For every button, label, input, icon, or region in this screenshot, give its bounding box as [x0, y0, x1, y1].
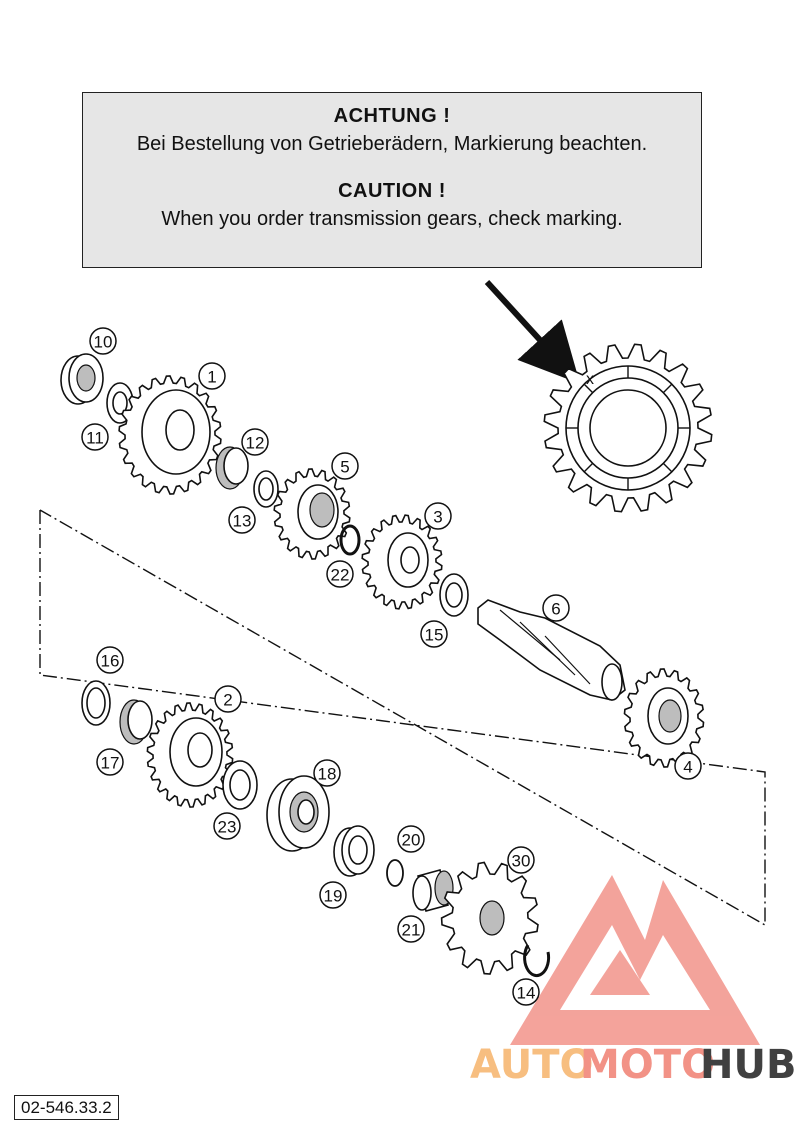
gear-5	[273, 468, 351, 560]
callout-label: 14	[517, 984, 536, 1003]
needle-bearing-17	[119, 699, 153, 745]
callout-label: 18	[318, 765, 337, 784]
callout-14: 14	[512, 978, 540, 1006]
callout-21: 21	[397, 915, 425, 943]
callout-label: 11	[86, 429, 104, 448]
callout-label: 16	[101, 652, 120, 671]
watermark-moto: MOTO	[580, 1042, 715, 1088]
callout-20: 20	[397, 825, 425, 853]
callout-label: 19	[324, 887, 343, 906]
callout-label: 3	[433, 508, 442, 527]
callout-12: 12	[241, 428, 269, 456]
callout-label: 6	[551, 600, 560, 619]
main-shaft-6	[477, 599, 626, 701]
marked-gear-detail: x	[543, 343, 713, 513]
sprocket-30	[440, 861, 539, 975]
notice-heading-german: ACHTUNG !	[333, 105, 451, 127]
callout-23: 23	[213, 812, 241, 840]
washer-13	[253, 470, 279, 508]
callout-17: 17	[96, 748, 124, 776]
callout-label: 22	[331, 566, 350, 585]
callout-13: 13	[228, 506, 256, 534]
gear-4	[623, 668, 705, 768]
callout-label: 21	[402, 921, 421, 940]
callout-label: 30	[512, 852, 531, 871]
washer-15	[439, 573, 469, 617]
watermark-logo	[510, 875, 760, 1045]
circlip-14	[523, 944, 551, 978]
marking-arrow	[484, 279, 581, 384]
callout-30: 30	[507, 846, 535, 874]
callout-label: 15	[425, 626, 444, 645]
spacer-19	[333, 825, 375, 877]
watermark-text: AUTO MOTO HUB	[470, 1042, 796, 1088]
callout-2: 2	[214, 685, 242, 713]
gear-2	[146, 702, 234, 808]
callout-label: 10	[94, 333, 113, 352]
notice-text-english: When you order transmission gears, check…	[161, 208, 623, 230]
callout-label: 12	[246, 434, 265, 453]
callout-label: 17	[101, 754, 120, 773]
callout-label: 5	[340, 458, 349, 477]
callout-22: 22	[326, 560, 354, 588]
assembly-guide-line	[39, 509, 766, 927]
bushing-21	[412, 869, 454, 912]
gear-1	[118, 375, 222, 495]
caution-notice-box: ACHTUNG ! Bei Bestellung von Getrieberäd…	[82, 92, 702, 268]
callout-label: 2	[223, 691, 232, 710]
notice-text-german: Bei Bestellung von Getrieberädern, Marki…	[136, 133, 648, 155]
o-ring-20	[386, 859, 404, 887]
callout-18: 18	[313, 759, 341, 787]
circlip-22	[339, 524, 361, 556]
bearing-10	[60, 353, 104, 405]
callout-label: 20	[402, 831, 421, 850]
needle-bearing-12	[215, 446, 249, 490]
watermark-auto: AUTO	[470, 1042, 594, 1088]
bearing-18	[266, 775, 330, 852]
callout-label: 4	[683, 758, 692, 777]
callout-4: 4	[674, 752, 702, 780]
washer-16	[81, 680, 111, 726]
callout-3: 3	[424, 502, 452, 530]
callout-label: 13	[233, 512, 252, 531]
callout-15: 15	[420, 620, 448, 648]
notice-heading-english: CAUTION !	[338, 180, 446, 202]
callout-1: 1	[198, 362, 226, 390]
callout-16: 16	[96, 646, 124, 674]
callout-10: 10	[89, 327, 117, 355]
gear-3	[361, 514, 443, 610]
callout-label: 1	[207, 368, 216, 387]
watermark-hub: HUB	[700, 1042, 796, 1088]
callout-label: 23	[218, 818, 237, 837]
callout-19: 19	[319, 881, 347, 909]
callout-5: 5	[331, 452, 359, 480]
callout-6: 6	[542, 594, 570, 622]
marking-symbol: x	[586, 371, 594, 388]
drawing-reference-number: 02-546.33.2	[14, 1095, 119, 1120]
callout-11: 11	[81, 423, 109, 451]
washer-23	[222, 760, 258, 810]
